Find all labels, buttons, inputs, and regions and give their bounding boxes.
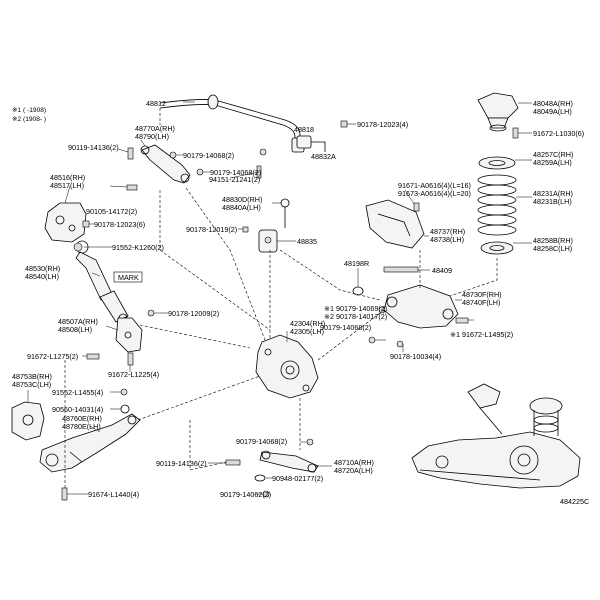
label-48770a: 48770A(RH) 48790(LH) [135, 124, 177, 141]
toe-control-arm [259, 450, 319, 473]
lower-spring-seat-bracket [115, 317, 143, 353]
label-91672-l1225: 91672-L1225(4) [108, 370, 159, 379]
bolt-91672-l1275 [86, 353, 100, 360]
label-48812: 48812 [146, 99, 166, 108]
label-48507a: 48507A(RH) 48508(LH) [58, 317, 100, 334]
stabilizer-bar [159, 94, 305, 153]
coil-spring [477, 174, 517, 236]
label-90560-14031: 90560-14031(4) [52, 405, 103, 414]
label-90179-14068-b: 90179-14068(2) [210, 168, 261, 177]
label-48516: 48516(RH) 48517(LH) [50, 173, 87, 190]
label-90105-14172: 90105-14172(2) [86, 207, 137, 216]
label-48530: 48530(RH) 48540(LH) [25, 264, 62, 281]
bolt-91672-l1225 [127, 352, 134, 366]
bolt-90178-12023-6 [82, 220, 90, 228]
assembled-rear-suspension-view [411, 383, 581, 489]
upper-spring-support [477, 92, 519, 132]
nut-91552-k1260 [73, 242, 83, 252]
bolt-48409 [383, 266, 419, 273]
bolt-91672-l1030 [512, 127, 519, 139]
note-2: ※2 (1908- ) [12, 116, 46, 123]
bolt-90178-12023-4 [340, 120, 356, 128]
label-90119-14136-b: 90119-14136(2) [156, 459, 207, 468]
note-1: ※1 ( -1908) [12, 107, 46, 114]
label-48231a: 48231A(RH) 48231B(LH) [533, 189, 575, 206]
cam-90948-02177 [254, 474, 266, 482]
label-91552-l1455: 91552-L1455(4) [52, 388, 103, 397]
label-90178-12023-6: 90178-12023(6) [94, 220, 145, 229]
label-42304: 42304(RH) 42305(LH) [290, 319, 327, 336]
label-90179-14068-a: 90179-14068(2) [183, 151, 234, 160]
label-91672-l1495: ※1 91672-L1495(2) [450, 330, 513, 339]
bracket-48516 [44, 202, 87, 243]
label-48730f: 48730F(RH) 48740F(LH) [462, 290, 504, 307]
bolt-91674-l1440 [61, 487, 68, 501]
lower-arm-cover [365, 199, 425, 249]
bolt-90178-12009 [147, 309, 155, 317]
label-90178-12009: 90178-12009(2) [168, 309, 219, 318]
label-90948-02177: 90948-02177(2) [272, 474, 323, 483]
label-90179-14068-c: 90179-14068(2) [236, 437, 287, 446]
label-91672-l1275: 91672-L1275(2) [27, 352, 78, 361]
label-90178-12023-4: 90178-12023(4) [357, 120, 408, 129]
bolt-90178-10034 [396, 340, 404, 348]
label-48198r: 48198R [344, 259, 369, 268]
bolt-91671-a0616 [413, 202, 420, 212]
label-48835: 48835 [297, 237, 317, 246]
label-48409: 48409 [432, 266, 452, 275]
label-90178-10034: 90178-10034(4) [390, 352, 441, 361]
label-91672-l1030: 91672-L1030(6) [533, 129, 584, 138]
nut-90179-14068-d [368, 336, 376, 344]
washer-90560-14031 [120, 404, 130, 414]
label-48257c: 48257C(RH) 48259A(LH) [533, 150, 575, 167]
bolt-90105-14172 [126, 184, 138, 191]
label-48753b: 48753B(RH) 48753C(LH) [12, 372, 54, 389]
lower-spring-insulator [480, 241, 514, 255]
label-90179-14062: 90179-14062(2) [220, 490, 271, 499]
diagram-code: 484225C [560, 497, 589, 506]
label-90179-14068-d: 90179-14068(2) [320, 323, 371, 332]
bolt-90178-12019 [242, 226, 249, 233]
lower-spring-arm [383, 284, 459, 329]
label-91552-k1260: 91552-K1260(2) [112, 243, 164, 252]
label-48258b: 48258B(RH) 48258C(LH) [533, 236, 575, 253]
label-94151-21241: 94151-21241(2) [209, 175, 260, 184]
mark-callout [113, 271, 143, 283]
shock-absorber [75, 240, 129, 323]
bolt-90119-14136-b [225, 459, 241, 466]
label-90178-12019: 90178-12019(2) [186, 225, 237, 234]
axle-carrier [255, 334, 319, 399]
nut-90179-14068-a [169, 151, 177, 159]
upper-spring-insulator [478, 156, 516, 170]
label-48760e: 48760E(RH) 48780E(LH) [62, 414, 104, 431]
label-48048a: 48048A(RH) 48049A(LH) [533, 99, 575, 116]
nut-90179-14068-b [196, 168, 204, 176]
stabilizer-link [258, 198, 290, 253]
label-90179-14069: ※1 90179-14069(2) ※2 90178-14017(2) [324, 304, 389, 321]
label-48710a: 48710A(RH) 48720A(LH) [334, 458, 376, 475]
label-48818: 48818 [294, 125, 314, 134]
nut-90179-14068-c [306, 438, 314, 446]
label-48830d: 48830D(RH) 48840A(LH) [222, 195, 264, 212]
bolt-90119-14136-a [127, 147, 134, 160]
stabilizer-bushing [296, 135, 326, 152]
label-48832a: 48832A [311, 152, 336, 161]
lower-arm-bushing-bracket [11, 401, 45, 441]
label-91674-l1440: 91674-L1440(4) [88, 490, 139, 499]
label-90119-14136-a: 90119-14136(2) [68, 143, 119, 152]
label-mark: MARK [118, 273, 139, 282]
nut-91552-l1455 [120, 388, 128, 396]
label-48737: 48737(RH) 48738(LH) [430, 227, 467, 244]
label-91671-a0616: 91671-A0616(4)(L=16) 91673-A0616(4)(L=20… [398, 181, 473, 198]
bolt-91672-l1495 [455, 317, 469, 324]
